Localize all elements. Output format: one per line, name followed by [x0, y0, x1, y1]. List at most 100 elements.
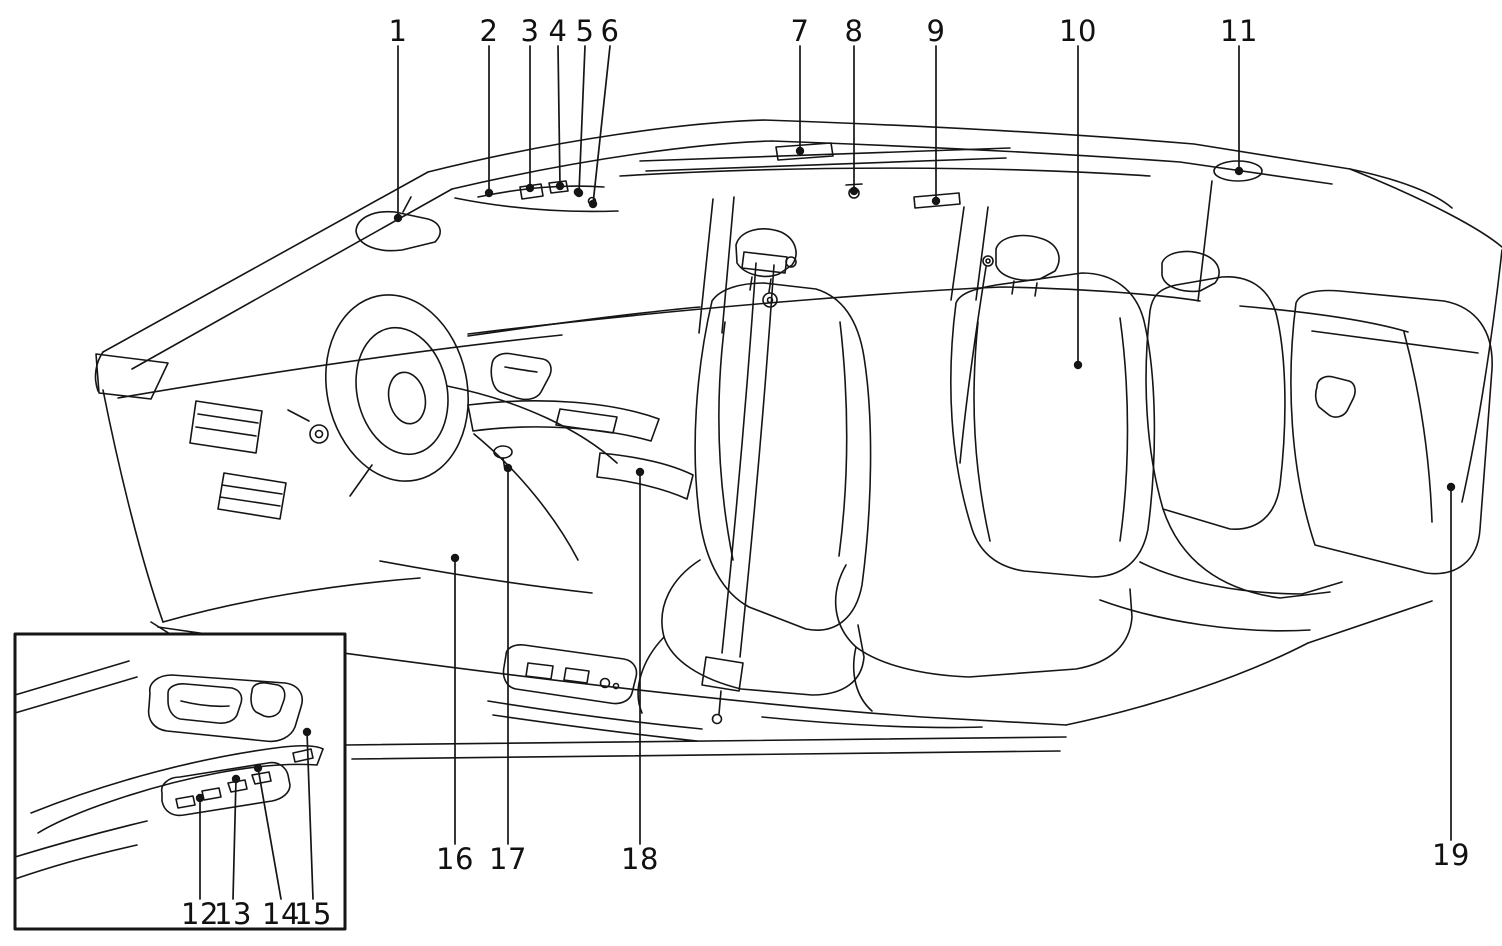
- windshield-outer: [102, 171, 429, 353]
- callout-label-15: 15: [294, 897, 332, 931]
- door-sill: [351, 750, 1061, 760]
- seatback-bolster-line: [838, 321, 848, 557]
- seat-adjuster-dial: [612, 682, 620, 690]
- door-panel-inset: [13, 632, 347, 931]
- headliner-line: [619, 167, 1151, 177]
- belt-anchor-bottom: [711, 713, 723, 725]
- carpet-line: [379, 560, 593, 594]
- rear-room-lamp: [1213, 160, 1263, 182]
- seatback: [694, 282, 872, 631]
- wheel-inner: [355, 326, 449, 456]
- callout-dot-11: [1234, 166, 1244, 176]
- callout-label-4: 4: [548, 14, 568, 48]
- third-row-bench: [1099, 561, 1343, 632]
- dash-top-line: [117, 334, 563, 399]
- console-lamp-left: [519, 183, 544, 200]
- center-vent-slat: [195, 426, 257, 437]
- second-row-right-seatback: [1145, 276, 1286, 530]
- inset-door-top-line: [14, 676, 138, 714]
- inset-switch-panel: [160, 761, 291, 817]
- seat-cushion: [661, 559, 865, 696]
- rear-seatback-panel: [1290, 249, 1502, 575]
- belt-guide-ring: [762, 292, 778, 308]
- seat-rail: [492, 714, 698, 742]
- door-sill: [345, 736, 1067, 746]
- headrest-stem: [768, 278, 772, 293]
- rear-quarter-line: [1239, 305, 1409, 333]
- callout-label-11: 11: [1220, 14, 1258, 48]
- headrest-stem: [1034, 282, 1038, 297]
- callout-dot-17: [503, 463, 513, 473]
- callout-label-8: 8: [844, 14, 864, 48]
- c-pillar-rear: [975, 206, 989, 301]
- callout-label-2: 2: [479, 14, 499, 48]
- cargo-floor-line: [1307, 600, 1433, 644]
- rear-panel-top-line: [1311, 330, 1479, 354]
- sunshade-handle: [913, 192, 961, 209]
- wheel-hub: [387, 371, 427, 425]
- callout-line-6: [592, 45, 611, 205]
- inset-lock-slot: [250, 682, 286, 718]
- inset-door-top-line: [14, 660, 130, 696]
- dash-lower-line: [162, 577, 421, 623]
- control-stalk: [287, 409, 310, 422]
- inset-handle-slot: [167, 683, 243, 724]
- rearview-mirror: [355, 196, 441, 252]
- belt-retractor: [741, 251, 788, 274]
- callout-label-17: 17: [489, 842, 527, 876]
- b-pillar-front: [698, 198, 714, 334]
- ignition-keyhole: [314, 429, 324, 439]
- callout-dot-1: [393, 213, 403, 223]
- side-vent: [95, 353, 169, 400]
- belt-webbing: [739, 264, 775, 658]
- headrest: [995, 234, 1060, 281]
- seatback-bolster-line: [1119, 317, 1129, 542]
- callout-label-16: 16: [436, 842, 474, 876]
- callout-label-18: 18: [621, 842, 659, 876]
- second-row-right-cushion: [1162, 508, 1331, 599]
- steering-wheel: [324, 294, 470, 497]
- callout-line-15: [306, 731, 314, 900]
- seat-base: [852, 646, 873, 712]
- door-pull-inner: [504, 366, 538, 373]
- mirror-body: [355, 210, 441, 252]
- bench-line: [1139, 561, 1343, 595]
- inset-armrest-front: [37, 748, 324, 834]
- seat-adjuster-switch: [563, 667, 590, 684]
- door-switch-bezel: [555, 408, 618, 434]
- roof-details: [619, 142, 1263, 209]
- rear-panel-handle: [1314, 375, 1356, 418]
- roof-outer-line: [427, 119, 1453, 209]
- beltline: [467, 286, 1201, 335]
- lower-vent-slat: [219, 496, 281, 507]
- seatback-bolster-line: [973, 321, 991, 542]
- seat-rail: [487, 700, 703, 730]
- steering-column: [349, 464, 373, 497]
- sunroof-band: [639, 147, 1011, 162]
- callout-line-14: [257, 767, 282, 900]
- callout-dot-8: [849, 186, 859, 196]
- center-console: [446, 385, 694, 500]
- belt-webbing: [959, 266, 987, 464]
- callout-line-4: [557, 45, 561, 187]
- callout-label-19: 19: [1432, 838, 1470, 872]
- belt-webbing: [721, 262, 757, 654]
- seat-cushion: [834, 564, 1133, 678]
- callout-label-9: 9: [926, 14, 946, 48]
- belt-anchor: [982, 255, 994, 267]
- mirror-stem: [402, 196, 412, 213]
- belt-buckle-stem: [718, 690, 722, 715]
- map-lamp: [775, 142, 834, 161]
- dashboard: [94, 334, 563, 623]
- callout-dot-16: [450, 553, 460, 563]
- rear-slope-line: [1349, 168, 1502, 248]
- callout-line-5: [578, 45, 586, 194]
- callout-dot-15: [302, 727, 312, 737]
- inset-lower-line: [14, 820, 148, 858]
- hatch-inner-line: [1403, 331, 1433, 523]
- second-row-seat: [834, 234, 1331, 712]
- seat-adjuster-dial: [599, 677, 611, 689]
- callout-dot-19: [1446, 482, 1456, 492]
- callout-dot-6: [588, 199, 598, 209]
